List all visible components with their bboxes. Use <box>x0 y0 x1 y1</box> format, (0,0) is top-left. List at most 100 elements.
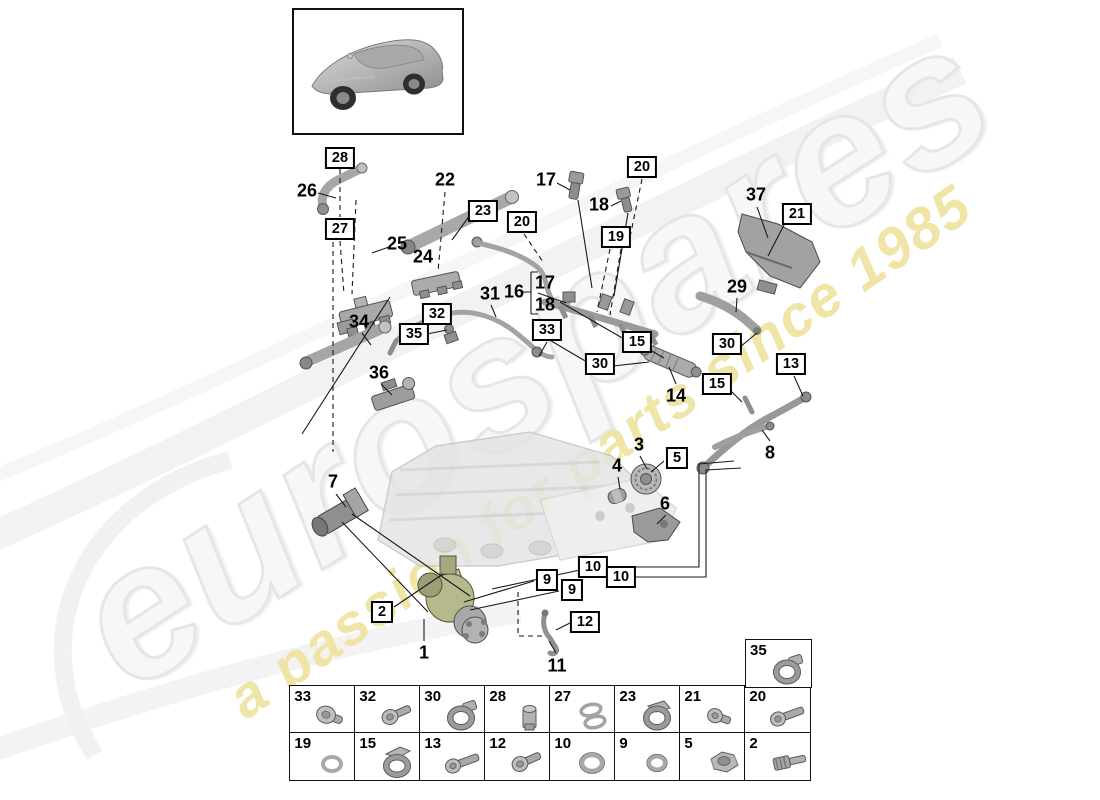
callout-26: 26 <box>296 180 318 201</box>
fastener-cell-27: 27 <box>549 685 616 734</box>
callout-11: 11 <box>547 655 567 676</box>
callout-35: 35 <box>398 323 430 345</box>
callout-24: 24 <box>412 246 434 267</box>
callout-34: 34 <box>348 311 370 332</box>
roller-4 <box>607 488 627 505</box>
car-side-icon <box>311 39 444 110</box>
fastener-number: 19 <box>294 735 312 753</box>
callout-18: 18 <box>534 294 556 315</box>
callout-29: 29 <box>726 276 748 297</box>
fastener-number: 13 <box>424 735 442 753</box>
callout-17: 17 <box>535 169 557 190</box>
plug-icon <box>522 704 537 731</box>
fastener-cell-32: 32 <box>354 685 421 734</box>
fastener-number: 35 <box>750 642 767 659</box>
cover-37 <box>737 213 821 295</box>
screw-med-icon <box>511 751 541 772</box>
tube-34 <box>299 320 392 370</box>
fastener-number: 23 <box>619 688 637 706</box>
fastener-number: 28 <box>489 688 507 706</box>
car-thumbnail <box>292 8 464 135</box>
callout-8: 8 <box>764 442 776 463</box>
callout-23: 23 <box>467 200 499 222</box>
screw-med-icon <box>381 704 411 725</box>
fastener-cell-13: 13 <box>419 732 486 781</box>
callout-20: 20 <box>506 211 538 233</box>
fastener-cell-21: 21 <box>679 685 746 734</box>
callout-31: 31 <box>479 283 501 304</box>
callout-10: 10 <box>577 556 609 578</box>
callout-6: 6 <box>659 493 671 514</box>
fastener-cell-12: 12 <box>484 732 551 781</box>
callout-7: 7 <box>327 471 339 492</box>
pipe-8 <box>696 391 812 475</box>
bracket-24 <box>411 271 464 300</box>
fastener-number: 21 <box>684 688 702 706</box>
callout-21: 21 <box>781 203 813 225</box>
drive-disc-3 <box>630 463 662 495</box>
callout-12: 12 <box>569 611 601 633</box>
pipe-26 <box>317 162 368 215</box>
fastener-cell-23: 23 <box>614 685 681 734</box>
callout-18: 18 <box>588 194 610 215</box>
callout-15: 15 <box>701 373 733 395</box>
fastener-number: 5 <box>684 735 693 753</box>
fastener-cell-2: 2 <box>744 732 811 781</box>
fastener-cell-33: 33 <box>289 685 356 734</box>
fastener-number: 2 <box>749 735 758 753</box>
oring-pair-icon <box>578 702 607 730</box>
screw-long-icon <box>444 753 479 774</box>
sensor-18 <box>615 186 633 213</box>
callout-13: 13 <box>775 353 807 375</box>
fastener-cell-20: 20 <box>744 685 811 734</box>
fastener-number: 27 <box>554 688 572 706</box>
clamp-icon <box>773 654 804 685</box>
fastener-number: 32 <box>359 688 377 706</box>
fastener-cell-15: 15 <box>354 732 421 781</box>
callout-4: 4 <box>611 455 623 476</box>
leader-lines-solid <box>301 182 804 654</box>
fastener-number: 20 <box>749 688 767 706</box>
callout-9: 9 <box>535 569 559 591</box>
callout-15: 15 <box>621 331 653 353</box>
callout-17: 17 <box>534 272 556 293</box>
callout-2: 2 <box>370 601 394 623</box>
screw-big-icon <box>315 705 343 724</box>
bolt-multipoint-icon <box>772 754 806 771</box>
clamp-icon <box>446 699 477 731</box>
leader-lines-dashed <box>332 169 643 637</box>
callout-25: 25 <box>386 233 408 254</box>
callout-37: 37 <box>745 184 767 205</box>
fastener-cell-35: 35 <box>745 639 812 688</box>
screw-short-icon <box>706 707 731 724</box>
sensor-17 <box>568 170 585 200</box>
bracket-6 <box>631 507 681 543</box>
callout-20: 20 <box>626 156 658 178</box>
callout-36: 36 <box>368 362 390 383</box>
callout-1: 1 <box>418 642 430 663</box>
fastener-number: 15 <box>359 735 377 753</box>
oring-medium-icon <box>578 751 605 774</box>
nut-icon <box>710 751 739 773</box>
callout-10: 10 <box>605 566 637 588</box>
fastener-number: 33 <box>294 688 312 706</box>
fastener-number: 30 <box>424 688 442 706</box>
callout-27: 27 <box>324 218 356 240</box>
fastener-cell-10: 10 <box>549 732 616 781</box>
fastener-cell-28: 28 <box>484 685 551 734</box>
oring-small-icon <box>645 753 668 772</box>
callout-33: 33 <box>531 319 563 341</box>
fastener-cell-5: 5 <box>679 732 746 781</box>
callout-32: 32 <box>421 303 453 325</box>
bracket-11 <box>541 609 559 657</box>
callout-30: 30 <box>584 353 616 375</box>
fastener-cell-9: 9 <box>614 732 681 781</box>
callout-28: 28 <box>324 147 356 169</box>
fastener-cell-30: 30 <box>419 685 486 734</box>
hose-29 <box>695 291 762 335</box>
clamp-bracket-icon <box>382 746 411 778</box>
fastener-number: 9 <box>619 735 628 753</box>
